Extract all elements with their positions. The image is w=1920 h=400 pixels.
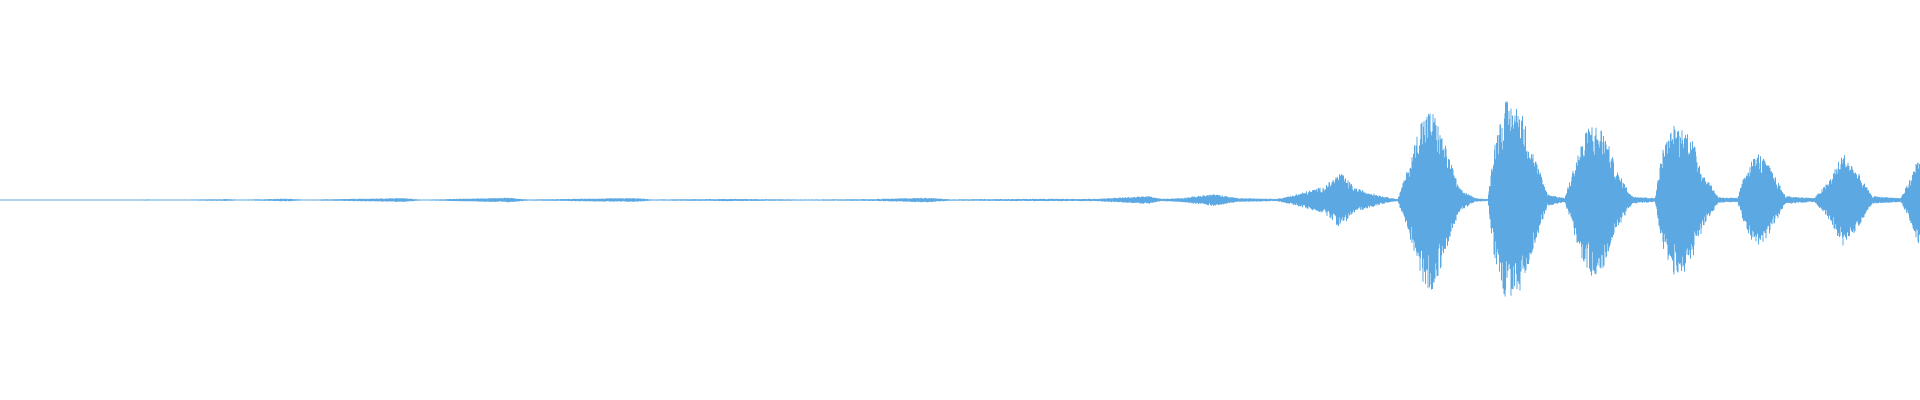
waveform-trace <box>0 101 1920 297</box>
